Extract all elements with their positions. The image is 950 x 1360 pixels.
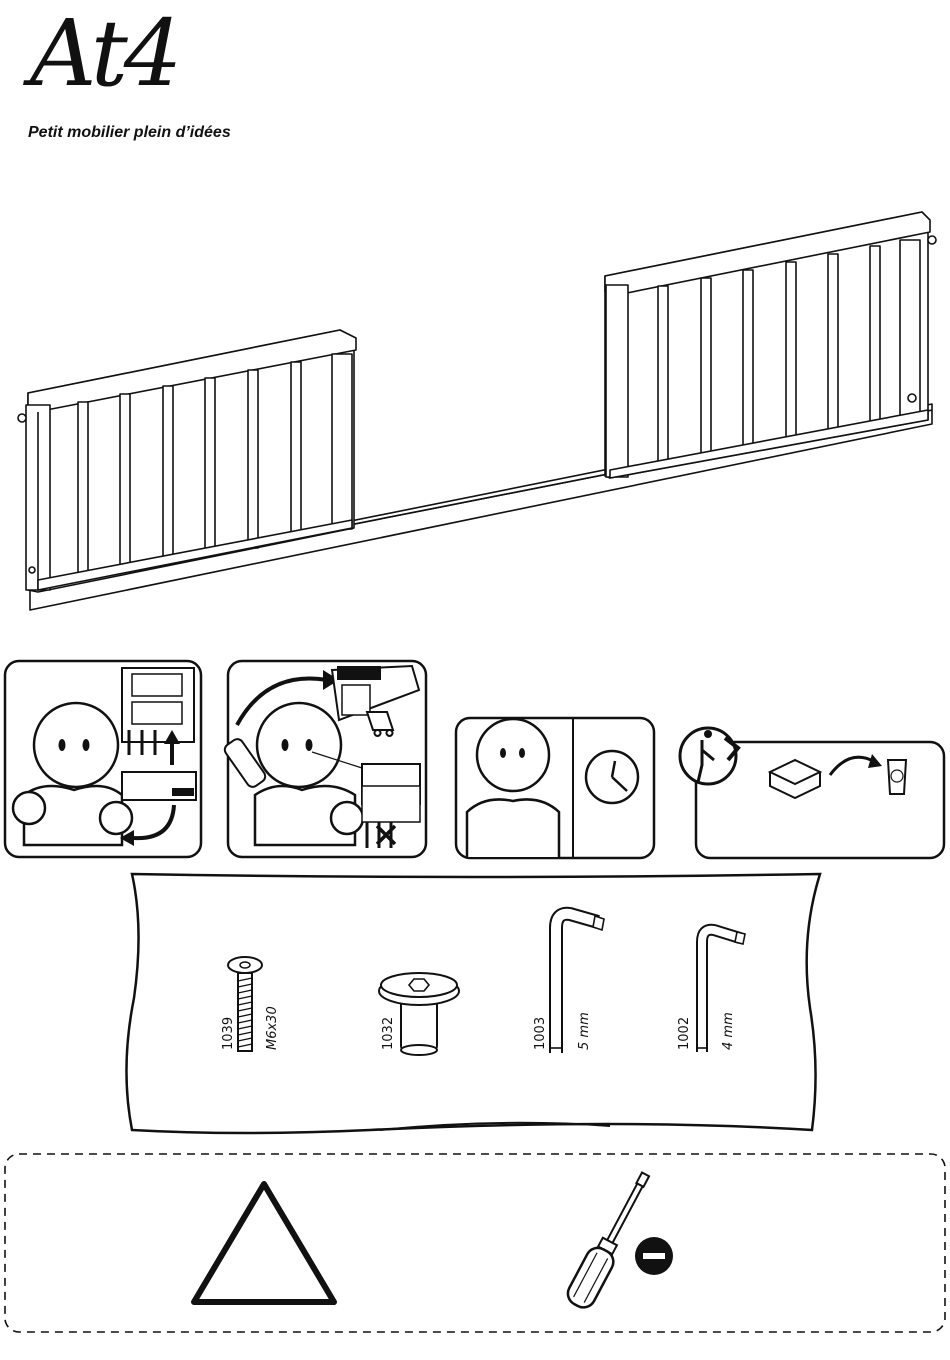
allen-key-5mm-icon [540,908,610,1056]
part-spec-1002: 4 mm [721,1012,736,1050]
no-entry-icon [634,1236,674,1276]
warning-triangle-icon [190,1180,338,1306]
part-spec-1003: 5 mm [577,1012,592,1050]
warning-panel [3,1152,947,1334]
bed-rail-illustration [0,0,950,620]
allen-key-4mm-icon [688,922,752,1056]
pictogram-recycle-packaging [680,720,945,860]
part-number-1039: 1039 [221,1017,236,1050]
part-number-1002: 1002 [677,1017,692,1050]
part-number-1032: 1032 [381,1017,396,1050]
pictogram-take-your-time [455,717,655,860]
pictogram-contact-store [227,660,427,860]
part-number-1003: 1003 [533,1017,548,1050]
part-spec-1039: M6x30 [265,1006,280,1050]
pictogram-read-instructions [4,660,202,860]
